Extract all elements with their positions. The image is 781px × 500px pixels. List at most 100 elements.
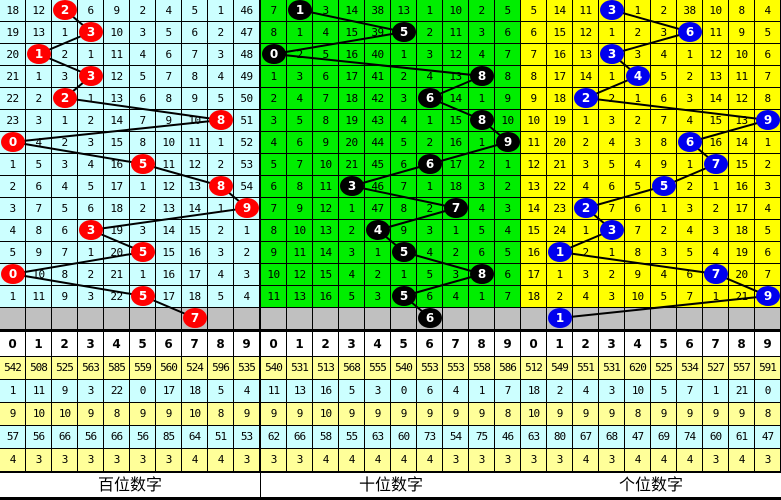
- hit-ball: 7: [704, 154, 728, 174]
- hit-ball: 8: [470, 66, 494, 86]
- grid-cell: 10: [625, 286, 651, 308]
- grid-cell: 12: [287, 264, 313, 286]
- grid-cell: 38: [365, 0, 391, 22]
- grid-cell: 46: [365, 176, 391, 198]
- hit-ball: 3: [600, 44, 624, 64]
- grid-cell: 17: [339, 66, 365, 88]
- stat-cell: 10: [26, 403, 52, 426]
- stat-cell: 555: [365, 357, 391, 380]
- stat-cell: 8: [495, 403, 521, 426]
- column-header-2: 2: [313, 332, 339, 356]
- stat-cell: 2: [547, 380, 573, 403]
- grid-cell: 6: [391, 154, 417, 176]
- grid-cell: 13: [104, 88, 130, 110]
- stat-cell: 4: [729, 449, 755, 472]
- stat-cell: 47: [625, 426, 651, 449]
- panel-title: 百位数字: [0, 473, 260, 497]
- grid-cell: 1: [234, 220, 260, 242]
- grid-cell: 4: [573, 176, 599, 198]
- grid-cell: 2: [547, 286, 573, 308]
- hit-ball: 8: [209, 110, 233, 130]
- stat-cell: 3: [365, 380, 391, 403]
- grid-cell: 9: [625, 264, 651, 286]
- grid-cell: 10: [104, 22, 130, 44]
- grid-cell: 3: [208, 44, 234, 66]
- grid-cell: 3: [365, 286, 391, 308]
- grid-cell: 3: [52, 66, 78, 88]
- grid-cell: 18: [339, 88, 365, 110]
- grid-cell: 5: [391, 132, 417, 154]
- stat-cell: 5: [339, 380, 365, 403]
- grid-cell: 9: [182, 88, 208, 110]
- grid-cell: 48: [234, 44, 260, 66]
- grid-cell: 10: [521, 110, 547, 132]
- grid-cell: 22: [0, 88, 26, 110]
- grid-cell: 5: [495, 242, 521, 264]
- grid-cell: 2: [130, 198, 156, 220]
- grid-cell: 3: [261, 110, 287, 132]
- stat-cell: 4: [573, 449, 599, 472]
- grid-cell: 12: [703, 44, 729, 66]
- grid-cell: 46: [234, 0, 260, 22]
- grid-cell: 1: [208, 0, 234, 22]
- grid-cell: 1: [0, 286, 26, 308]
- grid-cell: 3: [469, 176, 495, 198]
- grid-cell: 2: [130, 0, 156, 22]
- stat-cell: 4: [677, 449, 703, 472]
- hit-ball: 3: [79, 220, 103, 240]
- stat-cell: 18: [182, 380, 208, 403]
- prediction-cell: [104, 308, 130, 330]
- stat-cell: 63: [521, 426, 547, 449]
- grid-cell: 3: [651, 242, 677, 264]
- stat-cell: 549: [547, 357, 573, 380]
- grid-cell: 3: [26, 110, 52, 132]
- stat-cell: 3: [52, 449, 78, 472]
- grid-cell: 5: [261, 154, 287, 176]
- grid-cell: 4: [573, 286, 599, 308]
- grid-cell: 18: [729, 220, 755, 242]
- grid-cell: 3: [130, 220, 156, 242]
- stat-cell: 0: [391, 380, 417, 403]
- grid-cell: 7: [261, 0, 287, 22]
- grid-cell: 1: [417, 176, 443, 198]
- grid-cell: 5: [417, 264, 443, 286]
- grid-cell: 1: [391, 264, 417, 286]
- stat-cell: 559: [130, 357, 156, 380]
- grid-cell: 2: [625, 22, 651, 44]
- grid-cell: 4: [0, 220, 26, 242]
- stat-cell: 4: [391, 449, 417, 472]
- grid-cell: 3: [52, 154, 78, 176]
- grid-cell: 2: [391, 66, 417, 88]
- stat-cell: 9: [130, 403, 156, 426]
- grid-cell: 6: [521, 22, 547, 44]
- grid-cell: 9: [26, 242, 52, 264]
- prediction-cell: [755, 308, 781, 330]
- grid-cell: 4: [52, 176, 78, 198]
- grid-cell: 12: [573, 22, 599, 44]
- grid-cell: 16: [182, 242, 208, 264]
- grid-cell: 3: [417, 220, 443, 242]
- prediction-cell: [469, 308, 495, 330]
- grid-cell: 1: [677, 44, 703, 66]
- grid-cell: 2: [573, 132, 599, 154]
- grid-cell: 7: [521, 44, 547, 66]
- grid-cell: 2: [651, 0, 677, 22]
- hit-ball: 1: [548, 242, 572, 262]
- stat-cell: 551: [573, 357, 599, 380]
- grid-cell: 18: [547, 88, 573, 110]
- grid-cell: 10: [261, 264, 287, 286]
- stat-cell: 68: [599, 426, 625, 449]
- stat-cell: 512: [521, 357, 547, 380]
- stat-cell: 1: [469, 380, 495, 403]
- grid-cell: 1: [208, 132, 234, 154]
- grid-cell: 20: [0, 44, 26, 66]
- stat-cell: 57: [0, 426, 26, 449]
- grid-cell: 17: [443, 154, 469, 176]
- grid-cell: 20: [104, 242, 130, 264]
- stat-cell: 9: [417, 403, 443, 426]
- grid-cell: 8: [391, 198, 417, 220]
- stat-cell: 3: [599, 449, 625, 472]
- grid-cell: 1: [755, 132, 781, 154]
- column-header-0: 0: [521, 332, 547, 356]
- grid-cell: 15: [156, 242, 182, 264]
